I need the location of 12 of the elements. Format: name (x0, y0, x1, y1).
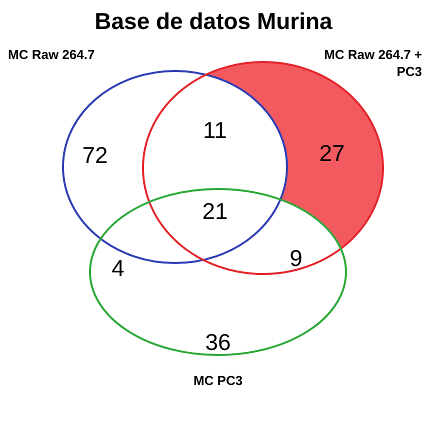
region-count: 72 (82, 142, 108, 168)
chart-title: Base de datos Murina (94, 7, 334, 36)
region-count: 27 (319, 140, 345, 166)
region-count: 11 (203, 117, 227, 143)
region-count: 21 (202, 198, 228, 224)
region-count: 4 (112, 255, 124, 281)
set-label: MC PC3 (192, 372, 244, 389)
region-count: 36 (205, 329, 231, 355)
set-label: MC Raw 264.7 + PC3 (323, 46, 422, 80)
set-ellipse (89, 188, 347, 356)
set-label: MC Raw 264.7 (8, 46, 96, 63)
region-count: 9 (290, 245, 302, 271)
